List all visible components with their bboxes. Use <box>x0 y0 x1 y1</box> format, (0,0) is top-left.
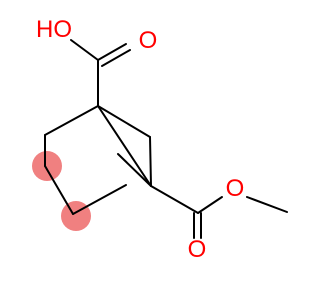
carbonyl-double-bond <box>97 43 127 61</box>
highlight-atom <box>32 151 62 181</box>
hydroxyl-label: HO <box>36 16 72 43</box>
hydroxyl-bond <box>70 39 99 61</box>
bridge-bond <box>149 136 152 187</box>
ring-bond <box>44 105 99 136</box>
molecule-structure: HO O O O <box>32 16 288 263</box>
bridge-bond <box>97 105 152 187</box>
bridge-bond <box>117 153 152 187</box>
carbonyl-oxygen-label: O <box>139 27 158 54</box>
ring-bond <box>44 165 74 215</box>
ester-bond <box>150 185 199 214</box>
ester-single-bond <box>197 196 223 214</box>
carbonyl-double-bond <box>101 49 131 67</box>
methyl-bond <box>246 196 288 213</box>
ester-oxygen-label: O <box>226 175 245 202</box>
molecule-canvas: HO O O O <box>32 16 288 263</box>
ring-bond <box>72 184 127 215</box>
bridge-bond <box>97 105 151 138</box>
carbonyl-oxygen-label: O <box>188 236 207 263</box>
